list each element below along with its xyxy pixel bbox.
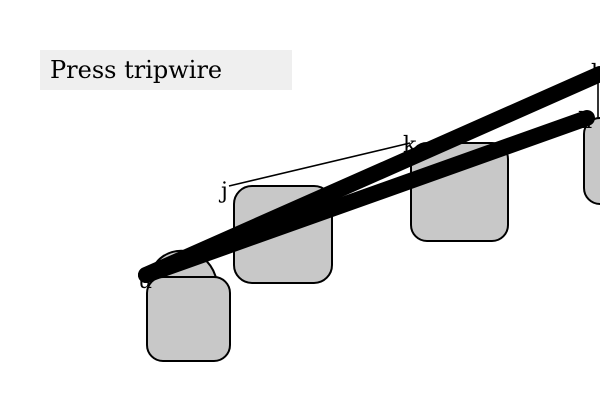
- box-u[interactable]: [146, 276, 231, 362]
- label-u: u: [138, 269, 152, 294]
- task-instruction: Press tripwire: [40, 50, 292, 90]
- label-k: k: [403, 133, 417, 158]
- label-h: h: [578, 109, 592, 134]
- label-l: l: [591, 61, 598, 86]
- beam-lower: [138, 110, 595, 283]
- label-j: j: [218, 179, 228, 204]
- box-h[interactable]: [583, 117, 600, 205]
- tripwire[interactable]: [228, 142, 411, 187]
